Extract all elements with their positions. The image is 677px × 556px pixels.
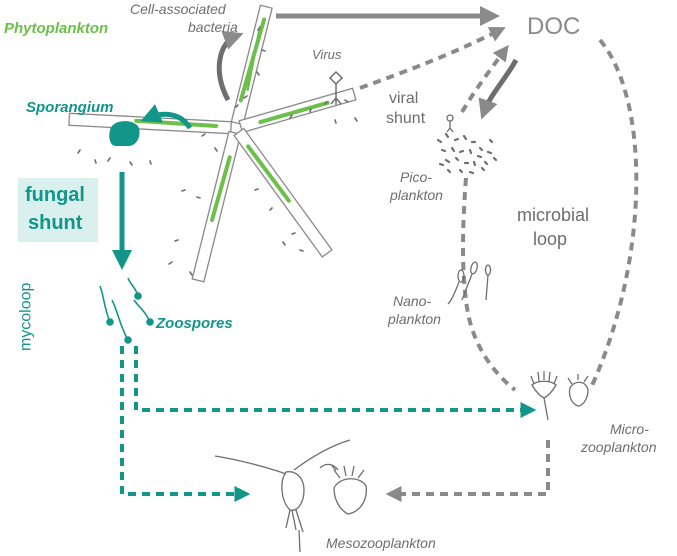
phytoplankton-cell-right: [238, 87, 357, 134]
phytoplankton-label: Phytoplankton: [4, 20, 109, 37]
virus-to-doc-arrow: [359, 27, 506, 90]
virus-label: Virus: [312, 47, 342, 62]
sporangium-arrow: [140, 104, 193, 130]
microzooplankton-icons: [530, 371, 589, 421]
viral-shunt-label-2: shunt: [386, 110, 426, 127]
zoospores-icons: [99, 277, 154, 344]
microzooplankton-label-2: zooplankton: [581, 439, 657, 455]
doc-label: DOC: [527, 13, 581, 40]
zoospores-label: Zoospores: [156, 315, 233, 332]
bacteria-uptake-arrow: [216, 30, 244, 102]
picoplankton-label-1: Pico-: [400, 169, 432, 185]
virus-small-icon: [446, 114, 454, 133]
picoplankton-cloud: [436, 132, 498, 175]
cell-associated-bacteria-label-1: Cell-associated: [130, 1, 226, 17]
phytoplankton-cell-down-right: [233, 127, 333, 258]
copepod-icon: [214, 439, 351, 553]
microbial-loop-label-2: loop: [533, 229, 568, 249]
fungal-shunt-label-1: fungal: [25, 184, 85, 206]
nanoplankton-label-2: plankton: [388, 311, 441, 327]
rotifer-icon: [319, 463, 367, 515]
mycoloop-to-micro-arrow: [134, 346, 537, 418]
mycoloop-to-meso-arrow: [120, 346, 251, 502]
viral-shunt-label-1: viral: [389, 90, 419, 107]
fungal-shunt-box: [18, 178, 98, 242]
phytoplankton-cell-up: [230, 4, 273, 126]
sporangium-icon: [109, 121, 140, 146]
virus-icon: [328, 70, 344, 105]
mycoloop-label: mycoloop: [17, 282, 35, 352]
microzooplankton-label-1: Micro-: [610, 421, 649, 437]
cell-associated-bacteria-label-2: bacteria: [188, 19, 238, 35]
sporangium-label: Sporangium: [26, 99, 114, 116]
cell-associated-bacteria-specks: [77, 26, 358, 276]
nanoplankton-icons: [447, 261, 492, 305]
microbial-loop-inner: [461, 177, 517, 392]
viral-shunt-arrow: [460, 44, 509, 114]
micro-to-meso-arrow: [385, 440, 550, 502]
phytoplankton-colony: [68, 4, 358, 283]
fungal-shunt-label-2: shunt: [28, 212, 83, 234]
doc-to-picoplankton-arrow: [478, 58, 519, 120]
picoplankton-label-2: plankton: [390, 187, 443, 203]
microbial-loop-outer: [588, 38, 639, 391]
mesozooplankton-label: Mesozooplankton: [326, 535, 436, 551]
microbial-loop-label-1: microbial: [517, 205, 590, 225]
phytoplankton-cell-down-left: [191, 130, 242, 283]
nanoplankton-label-1: Nano-: [393, 293, 432, 309]
